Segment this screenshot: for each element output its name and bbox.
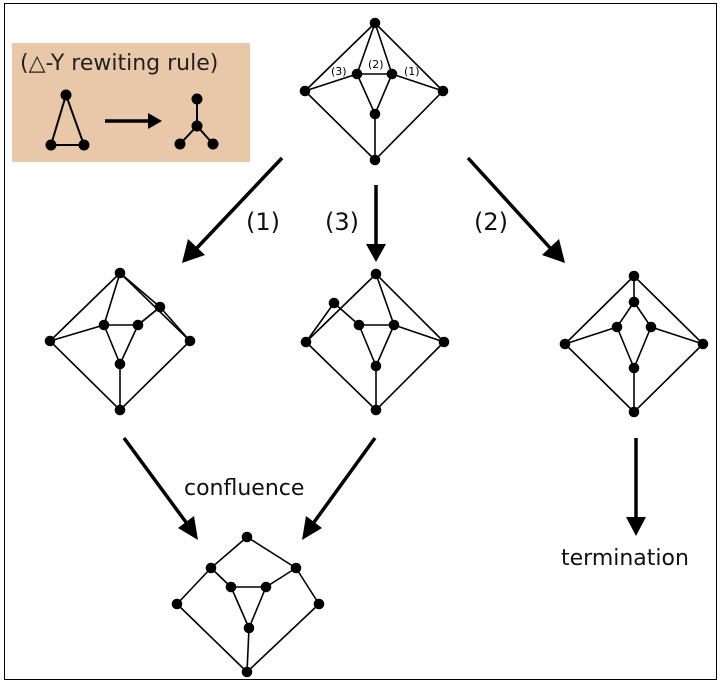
arrow-right-label: (2) bbox=[474, 208, 508, 236]
rule-title: (△-Y rewiting rule) bbox=[20, 51, 219, 76]
graph-after-2 bbox=[559, 270, 709, 418]
arrow-middle bbox=[366, 185, 386, 262]
arrow-middle-label: (3) bbox=[325, 208, 359, 236]
rule-illustration bbox=[45, 89, 219, 151]
graph-after-1 bbox=[44, 267, 196, 416]
initial-graph bbox=[299, 17, 449, 166]
termination-label: termination bbox=[561, 546, 689, 571]
confluence-label: confluence bbox=[184, 476, 305, 501]
rule-box: (△-Y rewiting rule) bbox=[12, 43, 250, 162]
edge-mark-3: (3) bbox=[331, 65, 347, 78]
y-graph bbox=[174, 93, 219, 150]
arrow-left-label: (1) bbox=[246, 208, 280, 236]
edge-mark-2: (2) bbox=[368, 58, 384, 71]
arrow-termination bbox=[626, 438, 646, 536]
arrow-confluence-right bbox=[302, 436, 377, 540]
confluence-graph bbox=[171, 531, 325, 678]
graph-after-3 bbox=[300, 268, 450, 416]
arrow-left bbox=[182, 156, 284, 263]
triangle-graph bbox=[45, 89, 90, 151]
edge-mark-1: (1) bbox=[404, 65, 420, 78]
arrow-confluence-left bbox=[122, 436, 198, 540]
diagram-frame bbox=[4, 3, 717, 680]
rewrite-arrow bbox=[105, 113, 162, 129]
arrow-right bbox=[466, 156, 565, 263]
